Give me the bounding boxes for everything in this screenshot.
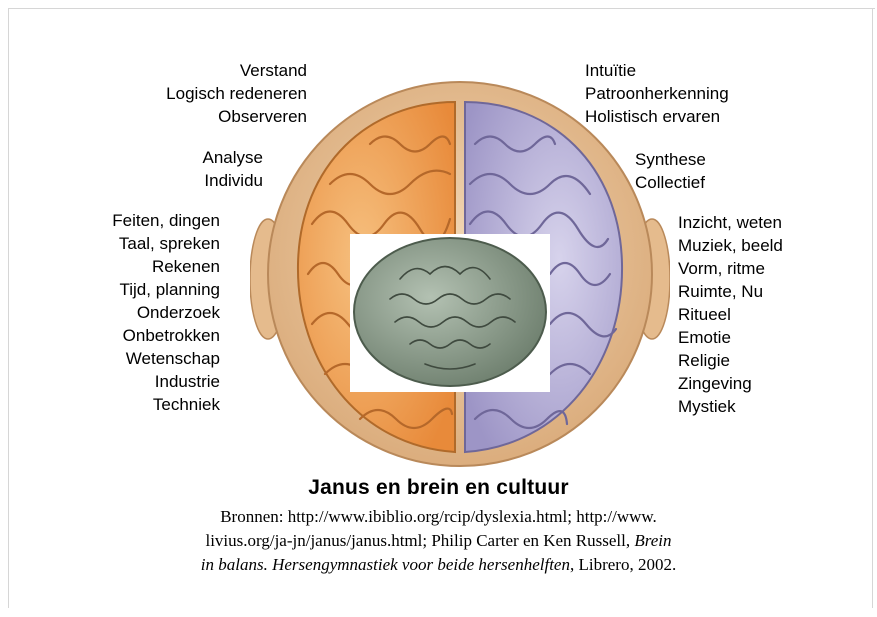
credits-line-2: livius.org/ja-jn/janus/janus.html; Phili…	[80, 529, 797, 553]
label-logisch-redeneren: Logisch redeneren	[166, 82, 307, 105]
label-synthese: Synthese	[635, 148, 706, 171]
frame-top-border	[8, 8, 875, 9]
label-techniek: Techniek	[112, 393, 220, 416]
credits-line-3-text: , Librero, 2002.	[570, 555, 676, 574]
label-zingeving: Zingeving	[678, 372, 783, 395]
label-holistisch-ervaren: Holistisch ervaren	[585, 105, 729, 128]
credits-line-2-text: livius.org/ja-jn/janus/janus.html; Phili…	[205, 531, 634, 550]
left-label-group-1: Verstand Logisch redeneren Observeren	[166, 59, 307, 128]
label-individu: Individu	[203, 169, 263, 192]
frame-right-border	[872, 8, 873, 608]
label-verstand: Verstand	[166, 59, 307, 82]
figure-title: Janus en brein en cultuur	[0, 476, 877, 500]
credits-line-3: in balans. Hersengymnastiek voor beide h…	[80, 553, 797, 577]
label-emotie: Emotie	[678, 326, 783, 349]
label-patroonherkenning: Patroonherkenning	[585, 82, 729, 105]
credits-line-2-italic: Brein	[634, 531, 671, 550]
label-vorm-ritme: Vorm, ritme	[678, 257, 783, 280]
credits-line-1: Bronnen: http://www.ibiblio.org/rcip/dys…	[80, 505, 797, 529]
label-collectief: Collectief	[635, 171, 706, 194]
right-label-group-1: Intuïtie Patroonherkenning Holistisch er…	[585, 59, 729, 128]
label-industrie: Industrie	[112, 370, 220, 393]
label-rekenen: Rekenen	[112, 255, 220, 278]
label-taal-spreken: Taal, spreken	[112, 232, 220, 255]
label-onderzoek: Onderzoek	[112, 301, 220, 324]
left-label-group-3: Feiten, dingen Taal, spreken Rekenen Tij…	[112, 209, 220, 416]
label-feiten-dingen: Feiten, dingen	[112, 209, 220, 232]
frame-left-border	[8, 8, 9, 608]
label-wetenschap: Wetenschap	[112, 347, 220, 370]
label-inzicht-weten: Inzicht, weten	[678, 211, 783, 234]
janus-coin	[354, 238, 546, 386]
label-mystiek: Mystiek	[678, 395, 783, 418]
brain-illustration	[250, 74, 670, 470]
label-onbetrokken: Onbetrokken	[112, 324, 220, 347]
credits-line-3-italic: in balans. Hersengymnastiek voor beide h…	[201, 555, 570, 574]
left-label-group-2: Analyse Individu	[203, 146, 263, 192]
label-ruimte-nu: Ruimte, Nu	[678, 280, 783, 303]
right-label-group-3: Inzicht, weten Muziek, beeld Vorm, ritme…	[678, 211, 783, 418]
label-tijd-planning: Tijd, planning	[112, 278, 220, 301]
right-label-group-2: Synthese Collectief	[635, 148, 706, 194]
label-muziek-beeld: Muziek, beeld	[678, 234, 783, 257]
label-ritueel: Ritueel	[678, 303, 783, 326]
label-intuitie: Intuïtie	[585, 59, 729, 82]
source-credits: Bronnen: http://www.ibiblio.org/rcip/dys…	[80, 505, 797, 577]
label-religie: Religie	[678, 349, 783, 372]
label-analyse: Analyse	[203, 146, 263, 169]
label-observeren: Observeren	[166, 105, 307, 128]
